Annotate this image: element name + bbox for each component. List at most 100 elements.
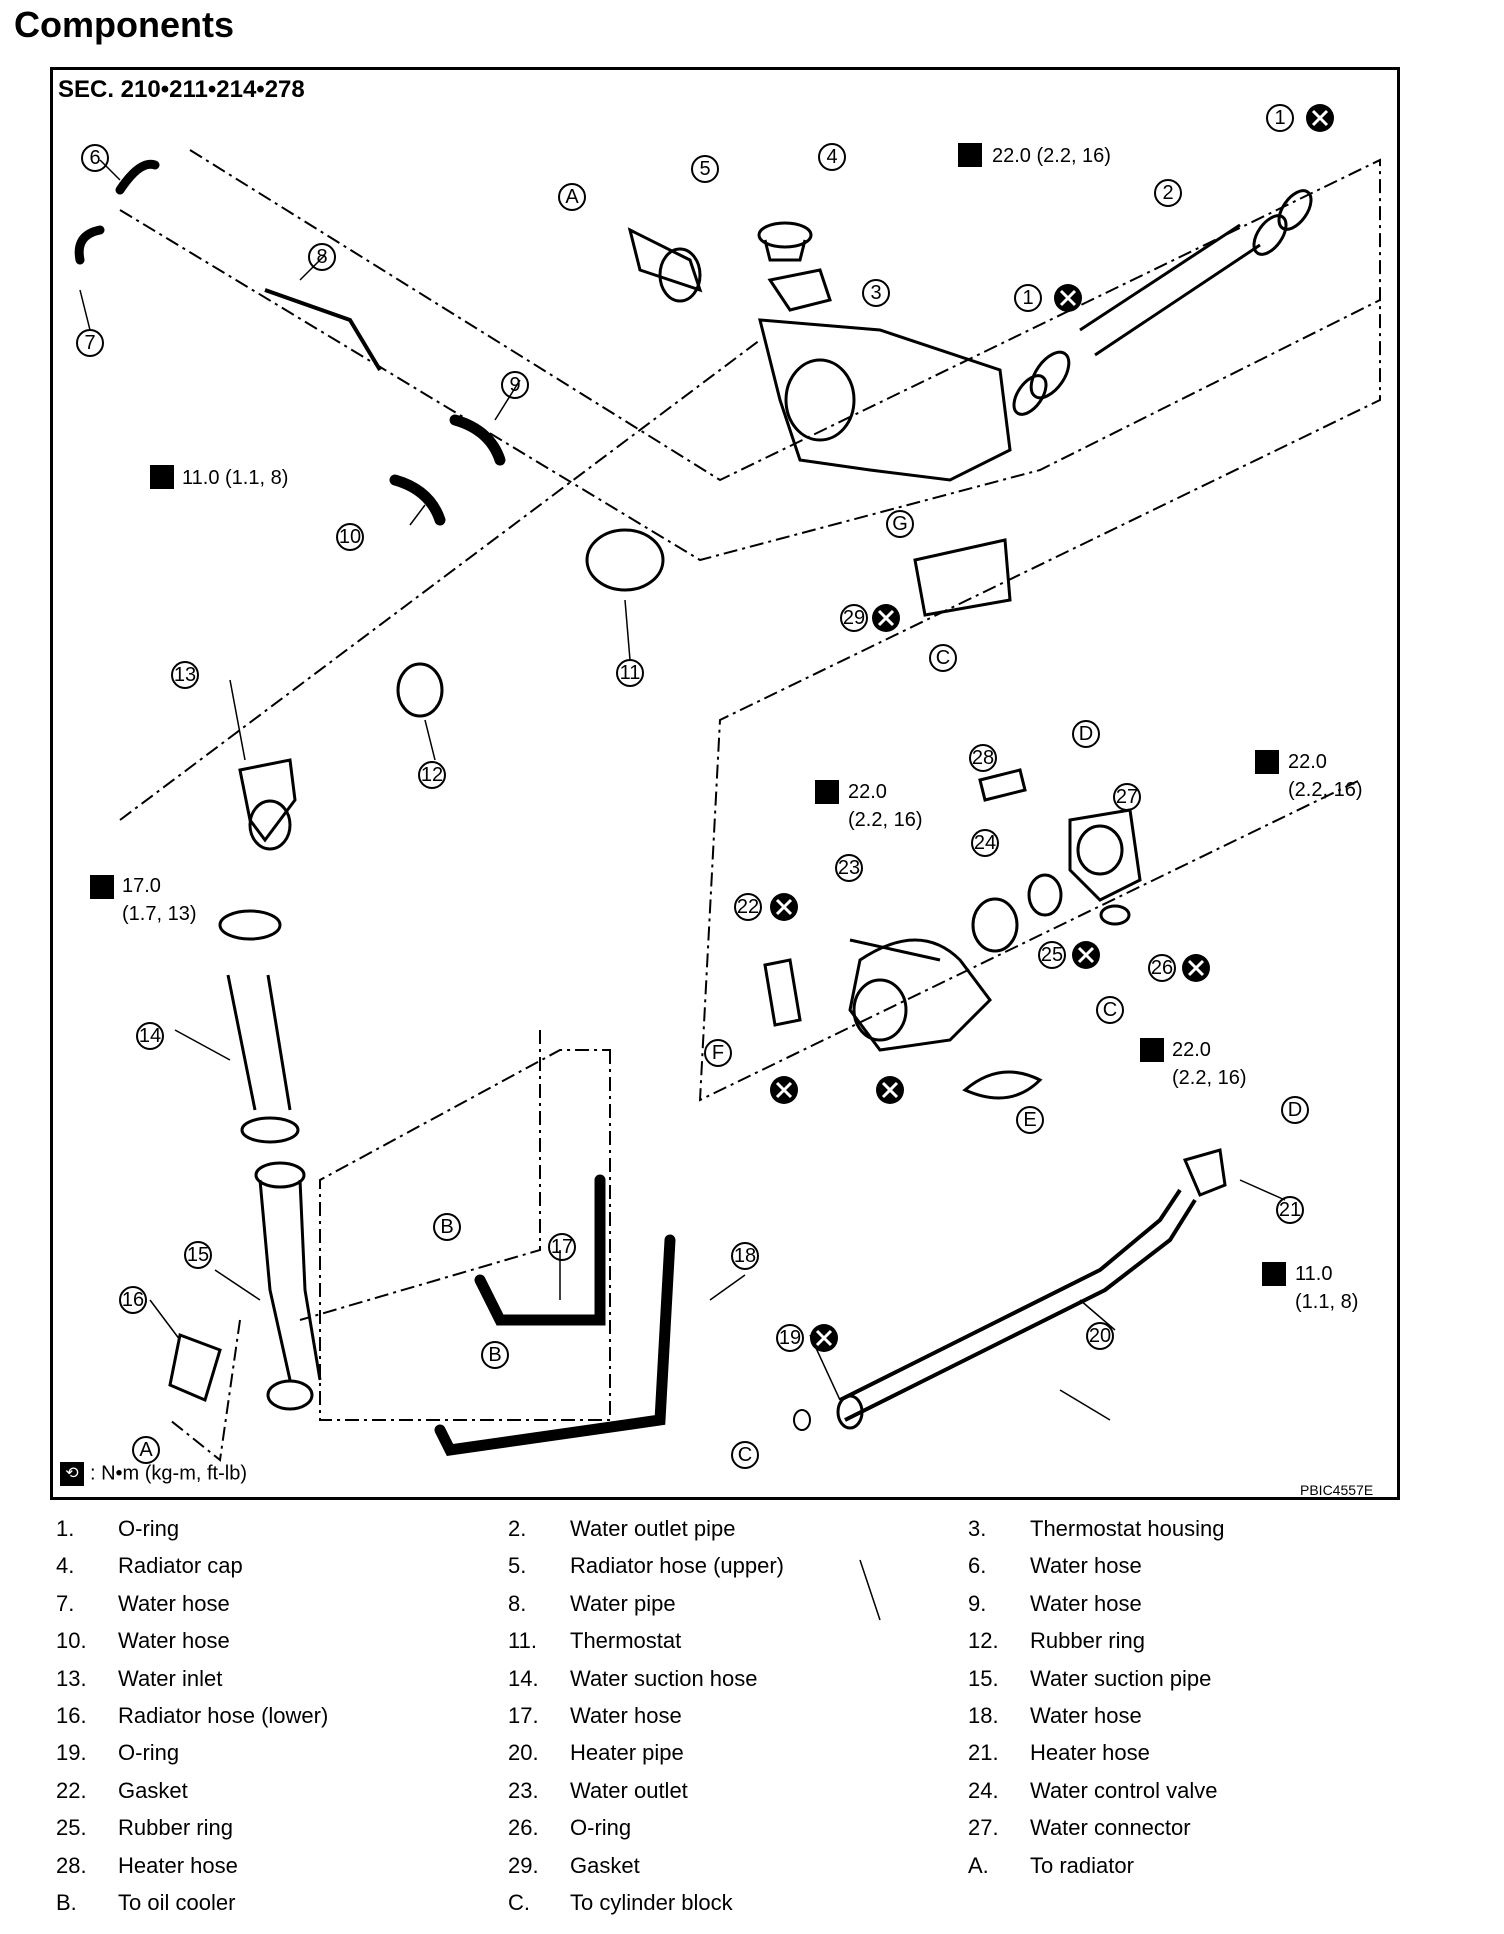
svg-text:7: 7 — [84, 332, 95, 354]
svg-text:17: 17 — [551, 1236, 573, 1258]
part-number: 24. — [968, 1777, 999, 1803]
part-label: Rubber ring — [1030, 1628, 1145, 1654]
svg-text:21: 21 — [1279, 1199, 1301, 1221]
part-number: 4. — [56, 1553, 75, 1579]
part-label: Water connector — [1030, 1815, 1191, 1841]
torque-t3a: 17.0 — [122, 875, 161, 897]
page-title: Components — [14, 4, 234, 45]
svg-text:C: C — [1103, 999, 1117, 1021]
part-label: O-ring — [118, 1516, 180, 1541]
part-label: Water hose — [1030, 1553, 1142, 1579]
part-label: Water hose — [118, 1628, 230, 1654]
torque-t3b: (1.7, 13) — [122, 903, 196, 925]
part-label: Water outlet — [570, 1777, 688, 1803]
part-label: Water suction hose — [570, 1665, 758, 1691]
svg-text:18: 18 — [734, 1245, 756, 1267]
part-number: 6. — [968, 1553, 987, 1579]
svg-text:1: 1 — [1022, 287, 1033, 309]
svg-text:13: 13 — [174, 664, 196, 686]
svg-text:F: F — [712, 1042, 724, 1064]
part-number: 29. — [508, 1852, 539, 1878]
part-number: 8. — [508, 1590, 527, 1616]
part-label: To oil cooler — [118, 1890, 236, 1915]
part-number: 10. — [56, 1628, 87, 1654]
torque-t1: 22.0 (2.2, 16) — [992, 145, 1111, 167]
part-number: 13. — [56, 1665, 87, 1691]
part-label: Radiator cap — [118, 1553, 243, 1579]
part-number: 18. — [968, 1703, 999, 1728]
svg-text:29: 29 — [843, 607, 865, 629]
part-number: 7. — [56, 1590, 75, 1616]
part-label: Heater hose — [1030, 1740, 1150, 1766]
part-number: 20. — [508, 1740, 539, 1766]
svg-text:9: 9 — [509, 374, 520, 396]
diagram-frame — [50, 67, 1400, 1500]
svg-text:25: 25 — [1041, 944, 1063, 966]
part-label: O-ring — [118, 1740, 180, 1766]
part-label: Heater pipe — [570, 1740, 684, 1766]
svg-text:D: D — [1288, 1099, 1302, 1121]
torque-t5b: (2.2, 16) — [1288, 779, 1362, 801]
svg-text:26: 26 — [1151, 957, 1173, 979]
torque-t4a: 22.0 — [848, 781, 887, 803]
part-number: C. — [508, 1890, 530, 1915]
part-number: 16. — [56, 1703, 87, 1728]
torque-t7b: (1.1, 8) — [1295, 1291, 1358, 1313]
svg-text:10: 10 — [339, 526, 361, 548]
callouts — [76, 104, 1309, 1469]
svg-text:16: 16 — [122, 1289, 144, 1311]
part-number: 22. — [56, 1777, 87, 1803]
part-number: 23. — [508, 1777, 539, 1803]
part-label: Water outlet pipe — [570, 1516, 736, 1541]
torque-t4b: (2.2, 16) — [848, 809, 922, 831]
part-label: Water pipe — [570, 1590, 676, 1616]
torque-t6b: (2.2, 16) — [1172, 1067, 1246, 1089]
svg-text:14: 14 — [139, 1025, 161, 1047]
svg-text:22: 22 — [737, 896, 759, 918]
part-label: Water inlet — [118, 1665, 223, 1691]
svg-text:27: 27 — [1116, 786, 1138, 808]
svg-text:20: 20 — [1089, 1325, 1111, 1347]
part-label: Gasket — [118, 1777, 188, 1803]
part-label: To cylinder block — [570, 1890, 733, 1915]
svg-text:A: A — [139, 1439, 153, 1461]
part-label: Water hose — [1030, 1590, 1142, 1616]
part-number: 15. — [968, 1665, 999, 1691]
svg-text:11: 11 — [620, 662, 641, 684]
svg-text:12: 12 — [421, 764, 443, 786]
part-label: Heater hose — [118, 1852, 238, 1878]
part-label: Radiator hose (lower) — [118, 1703, 329, 1728]
svg-text:2: 2 — [1162, 182, 1173, 204]
torque-t5a: 22.0 — [1288, 751, 1327, 773]
svg-text:6: 6 — [89, 147, 100, 169]
svg-text:3: 3 — [870, 282, 881, 304]
svg-text:A: A — [565, 186, 579, 208]
part-number: 26. — [508, 1815, 539, 1841]
svg-text:23: 23 — [838, 857, 860, 879]
part-number: 5. — [508, 1553, 527, 1579]
part-number: 11. — [508, 1628, 537, 1654]
part-number: 17. — [508, 1703, 539, 1728]
svg-text:24: 24 — [974, 832, 996, 854]
torque-t2: 11.0 (1.1, 8) — [182, 467, 288, 489]
part-label: Thermostat — [570, 1628, 682, 1654]
svg-text:C: C — [738, 1444, 752, 1466]
part-number: 14. — [508, 1665, 539, 1691]
svg-text:4: 4 — [826, 146, 837, 168]
part-label: Water suction pipe — [1030, 1665, 1212, 1691]
torque-t6a: 22.0 — [1172, 1039, 1211, 1061]
svg-text:5: 5 — [699, 158, 710, 180]
part-number: B. — [56, 1890, 77, 1915]
svg-text:19: 19 — [779, 1327, 801, 1349]
part-label: Water hose — [1030, 1703, 1142, 1728]
svg-text:B: B — [488, 1344, 501, 1366]
svg-text:C: C — [936, 647, 950, 669]
svg-text:D: D — [1079, 723, 1093, 745]
part-number: A. — [968, 1852, 989, 1878]
part-label: Gasket — [570, 1852, 640, 1878]
part-label: Rubber ring — [118, 1815, 233, 1841]
image-code: PBIC4557E — [1300, 1482, 1374, 1498]
torque-t7a: 11.0 — [1295, 1263, 1332, 1285]
part-label: To radiator — [1030, 1852, 1134, 1878]
